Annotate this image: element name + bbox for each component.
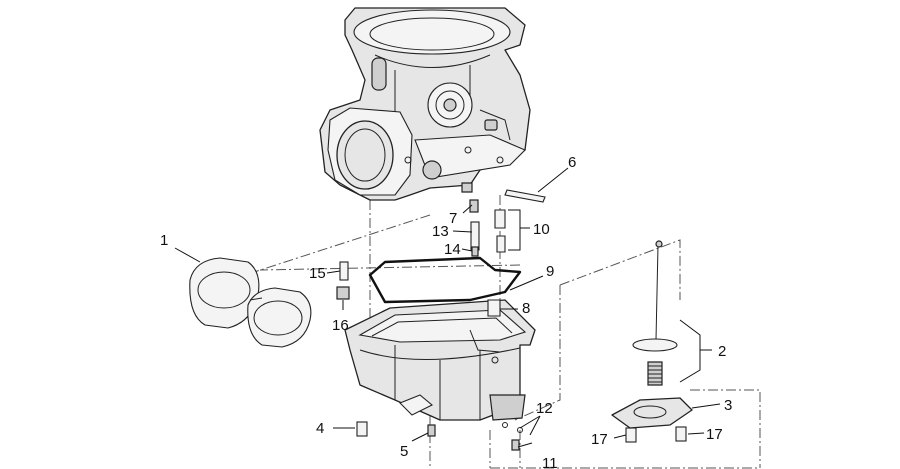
screw-17-right	[675, 426, 687, 442]
jet-5	[427, 424, 436, 437]
overflow-tube	[399, 394, 433, 416]
callout-14: 14	[444, 241, 461, 258]
screw-4	[356, 421, 368, 437]
jet-7	[469, 199, 479, 213]
callout-11: 11	[542, 455, 558, 469]
leader-lines	[174, 167, 721, 448]
body-fitting	[422, 160, 442, 180]
body-boss	[371, 57, 387, 91]
pilot-screw-10	[494, 209, 506, 229]
callout-13: 13	[432, 223, 449, 240]
callout-15: 15	[309, 265, 326, 282]
small-parts	[336, 189, 687, 451]
callout-10: 10	[533, 221, 550, 238]
top-bore-rim	[353, 9, 511, 55]
screw-15	[339, 261, 349, 281]
callout-17-left: 17	[591, 431, 608, 448]
bushing-16	[336, 286, 350, 300]
needle-valve-8	[487, 299, 501, 317]
cover-3	[611, 397, 693, 429]
plug-11	[511, 439, 520, 451]
callout-labels: 1 2 3 4 5 6 7 8 9 10 11 12 13 14 15 16 1…	[160, 154, 732, 469]
callout-16: 16	[332, 317, 349, 334]
callout-1: 1	[160, 232, 168, 249]
carburetor-body	[319, 7, 531, 201]
screw-17-left	[625, 427, 637, 443]
diaphragm-needle-assembly	[632, 240, 678, 386]
diaphragm-2	[632, 338, 678, 352]
emulsion-tube-13	[470, 221, 480, 251]
callout-5: 5	[400, 443, 408, 460]
callout-17-right: 17	[706, 426, 723, 443]
drain-housing	[489, 394, 526, 421]
float-right	[247, 287, 312, 348]
callout-7: 7	[449, 210, 457, 227]
callout-3: 3	[724, 397, 732, 414]
float-bowl	[344, 299, 536, 433]
pin-6	[504, 189, 546, 203]
float-assembly	[189, 257, 312, 348]
callout-9: 9	[546, 263, 554, 280]
callout-4: 4	[316, 420, 324, 437]
jet-14	[471, 246, 479, 257]
callout-6: 6	[568, 154, 576, 171]
intake-port	[336, 120, 394, 190]
callout-8: 8	[522, 300, 530, 317]
callout-12: 12	[536, 400, 553, 417]
callout-2: 2	[718, 343, 726, 360]
float-bowl-gasket	[368, 256, 522, 304]
